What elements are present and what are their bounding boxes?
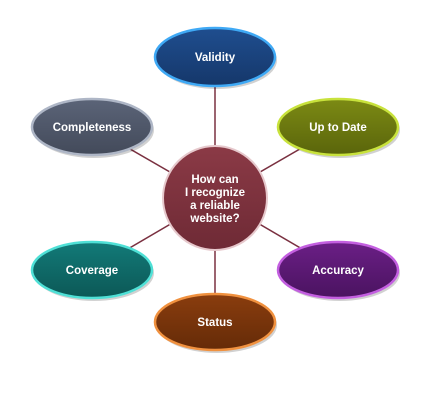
node-label-accuracy: Accuracy (312, 265, 364, 277)
center-circle (162, 145, 268, 251)
node-ellipse-completeness (30, 97, 154, 157)
node-ellipse-accuracy (276, 240, 400, 300)
node-label-up-to-date: Up to Date (309, 122, 367, 134)
node-ellipse-status (153, 292, 277, 352)
node-completeness: Completeness (30, 97, 154, 158)
center-line-3: a reliable (190, 200, 240, 212)
node-status: Status (153, 292, 277, 353)
node-label-status: Status (197, 317, 232, 329)
center-line-1: How can (191, 174, 238, 186)
node-validity: Validity (153, 26, 277, 89)
center-line-4: website? (189, 213, 239, 225)
node-up-to-date: Up to Date (276, 97, 400, 158)
node-label-completeness: Completeness (53, 122, 132, 134)
node-ellipse-validity (153, 26, 277, 88)
node-coverage: Coverage (30, 240, 154, 301)
node-accuracy: Accuracy (276, 240, 400, 301)
node-ellipse-up-to-date (276, 97, 400, 157)
node-ellipse-coverage (30, 240, 154, 300)
center-node: How can I recognize a reliable website? (162, 145, 268, 251)
node-label-coverage: Coverage (66, 265, 118, 277)
center-line-2: I recognize (185, 187, 245, 199)
node-label-validity: Validity (195, 52, 236, 64)
